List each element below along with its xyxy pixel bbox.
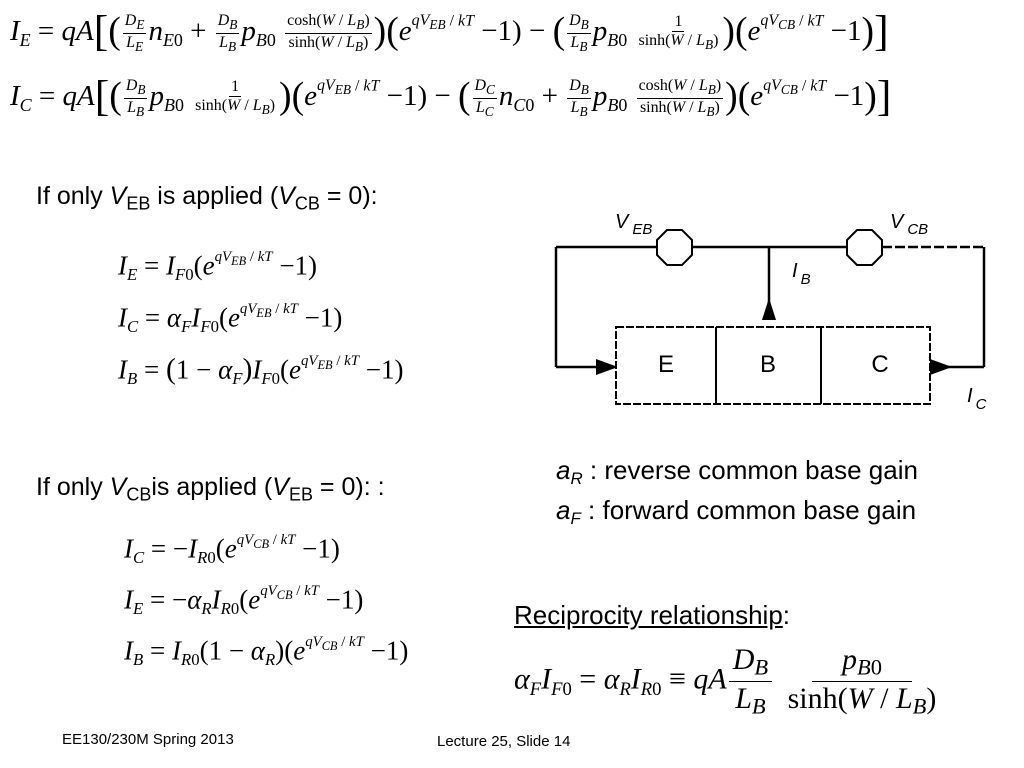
equation-ib-forward: IB = (1 − αF)IF0(eqVEB / kT −1)	[118, 353, 404, 389]
heading-vcb-applied: If only VCBis applied (VEB = 0): :	[36, 473, 385, 505]
equation-ic-forward: IC = αFIF0(eqVEB / kT −1)	[118, 301, 343, 337]
equation-ib-reverse: IB = IR0(1 − αR)(eqVCB / kT −1)	[124, 634, 409, 670]
equation-ie-forward: IE = IF0(eqVEB / kT −1)	[118, 249, 318, 285]
equation-ic-reverse: IC = −IR0(eqVCB / kT −1)	[124, 532, 340, 568]
footer-slide-number: Lecture 25, Slide 14	[437, 733, 571, 750]
equation-ie-reverse: IE = −αRIR0(eqVCB / kT −1)	[124, 583, 364, 619]
vcb-source-icon	[846, 229, 883, 266]
footer-course: EE130/230M Spring 2013	[62, 731, 234, 748]
region-label-emitter: E	[658, 351, 674, 378]
veb-source-icon	[656, 229, 693, 266]
definition-alpha-f: aF : forward common base gain	[556, 495, 917, 529]
reciprocity-heading: Reciprocity relationship:	[514, 600, 791, 630]
region-label-collector: C	[871, 351, 888, 378]
region-label-base: B	[760, 351, 776, 378]
heading-veb-applied: If only VEB is applied (VCB = 0):	[36, 182, 378, 214]
definition-alpha-r: aR : reverse common base gain	[556, 455, 918, 489]
